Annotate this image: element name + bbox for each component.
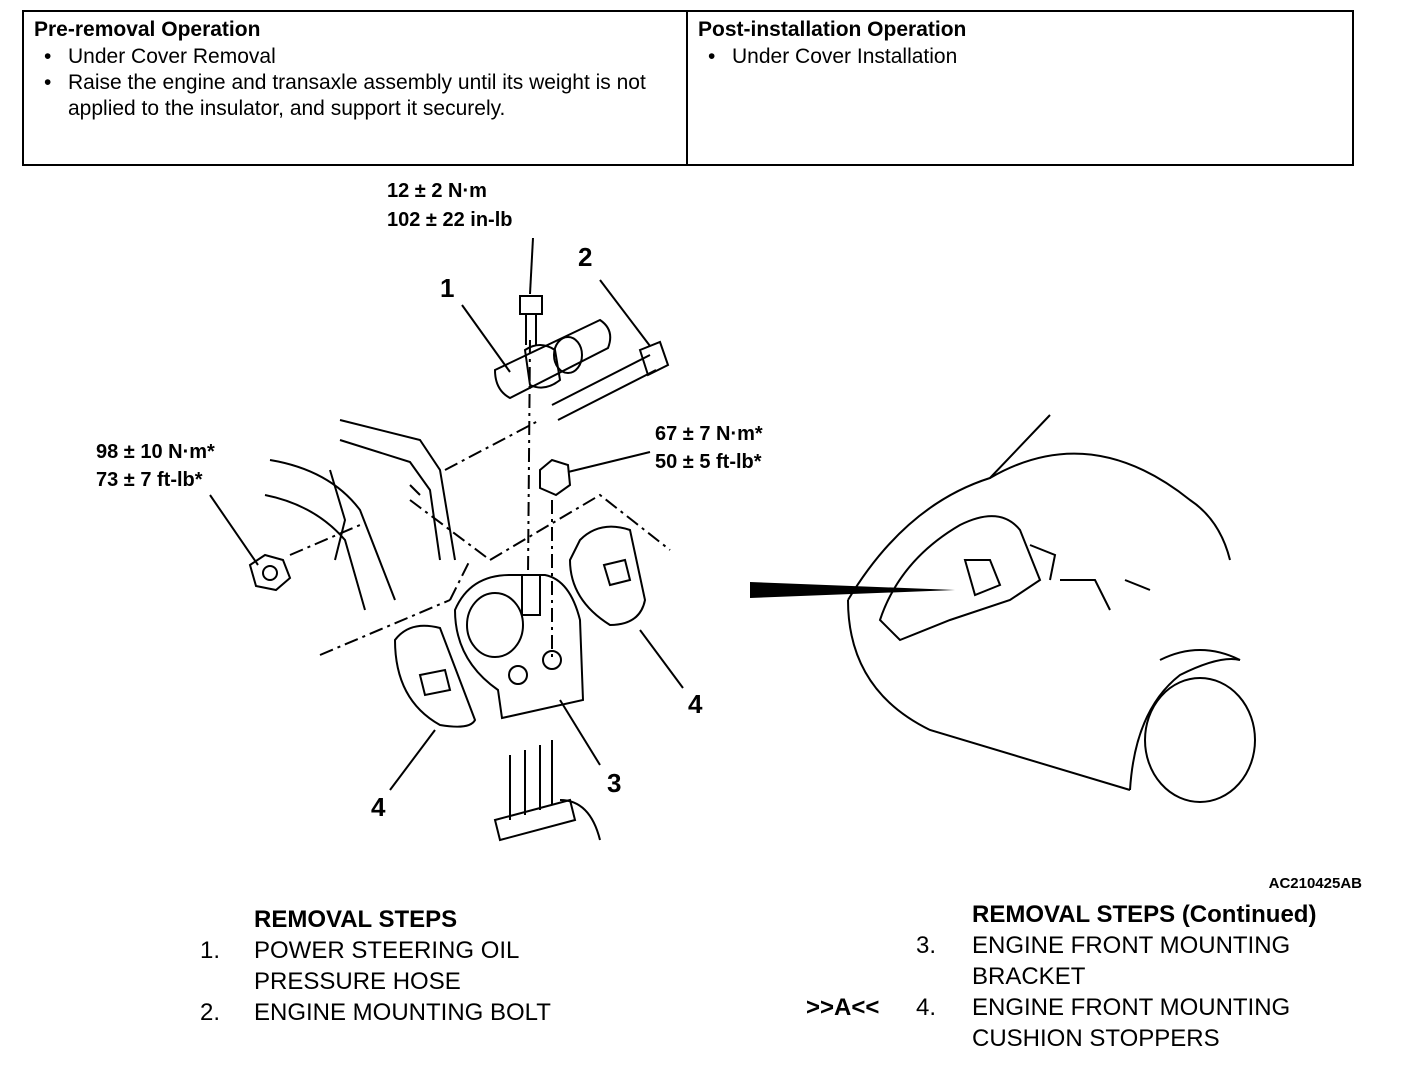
top-bolt-shank [525, 314, 537, 345]
pre-removal-title: Pre-removal Operation [34, 18, 261, 41]
leader-line [639, 629, 684, 689]
removal-step: 3. ENGINE FRONT MOUNTING BRACKET [806, 930, 1366, 992]
post-installation-title: Post-installation Operation [698, 18, 967, 41]
step-text: ENGINE FRONT MOUNTING [972, 994, 1291, 1021]
alignment-line [489, 493, 671, 561]
removal-steps: REMOVAL STEPS 1. POWER STEERING OIL PRES… [196, 904, 616, 1028]
leader-line [529, 237, 534, 295]
leader-line [567, 451, 651, 473]
post-installation-list: Under Cover Installation [698, 44, 1342, 70]
pre-removal-cell: Pre-removal Operation Under Cover Remova… [24, 12, 688, 164]
left-nut [248, 553, 292, 592]
callout-3: 3 [607, 768, 621, 798]
alignment-line [444, 419, 541, 471]
vehicle-outline [847, 599, 1131, 791]
callout-2: 2 [578, 242, 592, 272]
removal-step: 1. POWER STEERING OIL PRESSURE HOSE [196, 935, 616, 997]
engine-block-outline [264, 494, 366, 611]
vehicle-wheel [1144, 677, 1256, 803]
removal-step: 2. ENGINE MOUNTING BOLT [196, 997, 616, 1028]
diagram-linework [209, 237, 1256, 842]
engine-block-outline [329, 469, 347, 561]
engine-mount-diagram: 12 ± 2 N·m 102 ± 22 in-lb 98 ± 10 N·m* 7… [96, 180, 1256, 842]
hose-eye [553, 336, 583, 374]
removal-step: >>A<< 4. ENGINE FRONT MOUNTING CUSHION S… [806, 992, 1366, 1054]
mounting-bolt-shank [551, 354, 657, 421]
removal-steps-continued: REMOVAL STEPS (Continued) 3. ENGINE FRON… [806, 899, 1366, 1054]
leader-line [599, 279, 651, 347]
leader-line [389, 729, 436, 791]
alignment-line [409, 499, 491, 561]
pre-removal-list: Under Cover Removal Raise the engine and… [34, 44, 676, 122]
step-text: ENGINE MOUNTING BOLT [254, 999, 551, 1026]
cushion-stopper-right [568, 525, 647, 627]
step-text: POWER STEERING OIL [254, 937, 520, 964]
vehicle-wheel-arch [1129, 658, 1241, 791]
bracket-stud [521, 574, 541, 616]
torque-left-ftlb: 73 ± 7 ft-lb* [96, 469, 203, 491]
torque-top-inlb: 102 ± 22 in-lb [387, 209, 512, 231]
engine-block-outline [409, 484, 421, 496]
step-number: 2. [199, 999, 220, 1026]
callout-4-left: 4 [371, 792, 386, 822]
torque-right-ftlb: 50 ± 5 ft-lb* [655, 451, 762, 473]
location-pointer [750, 582, 955, 598]
vehicle-outline [1159, 649, 1241, 661]
step-text: PRESSURE HOSE [254, 968, 461, 995]
procedure-reference: >>A<< [806, 994, 880, 1021]
step-number: 4. [915, 994, 936, 1021]
removal-steps-title: REMOVAL STEPS [254, 906, 458, 933]
callout-4-right: 4 [688, 689, 703, 719]
cushion-stopper-left [393, 624, 477, 728]
leader-line [461, 304, 511, 373]
removal-steps-continued-title: REMOVAL STEPS (Continued) [972, 901, 1317, 928]
callout-1: 1 [440, 273, 454, 303]
support-stand-base [493, 798, 577, 842]
engine-block-outline [339, 439, 441, 561]
engine-block-outline [269, 459, 396, 601]
post-installation-cell: Post-installation Operation Under Cover … [688, 12, 1352, 164]
alignment-line [289, 524, 361, 556]
step-number: 3. [915, 932, 936, 959]
leader-line [209, 494, 259, 566]
torque-top-nm: 12 ± 2 N·m [387, 180, 487, 202]
engine-bay [878, 515, 1042, 642]
torque-left-nm: 98 ± 10 N·m* [96, 441, 215, 463]
pre-removal-item: Raise the engine and transaxle assembly … [34, 70, 676, 122]
leader-line [559, 699, 601, 766]
figure-code: AC210425AB [1268, 875, 1362, 892]
top-bolt-head [519, 295, 543, 315]
bracket [453, 574, 585, 720]
alignment-line [449, 559, 471, 601]
post-installation-item: Under Cover Installation [698, 44, 1342, 70]
pressure-hose-collar [523, 344, 562, 389]
vehicle-outline [989, 452, 1231, 561]
right-nut [539, 458, 572, 497]
alignment-line [319, 599, 451, 656]
pre-removal-item: Under Cover Removal [34, 44, 676, 70]
support-stand [509, 740, 553, 820]
operations-table: Pre-removal Operation Under Cover Remova… [22, 10, 1354, 166]
step-text: CUSHION STOPPERS [972, 1025, 1220, 1052]
vehicle-outline [847, 414, 1051, 601]
torque-right-nm: 67 ± 7 N·m* [655, 423, 763, 445]
engine-block-outline [339, 419, 456, 561]
step-text: BRACKET [972, 963, 1086, 990]
pressure-hose [493, 318, 612, 400]
mounting-bolt-head [638, 340, 670, 377]
bracket-bore [466, 592, 524, 658]
step-number: 1. [199, 937, 220, 964]
step-text: ENGINE FRONT MOUNTING [972, 932, 1291, 959]
